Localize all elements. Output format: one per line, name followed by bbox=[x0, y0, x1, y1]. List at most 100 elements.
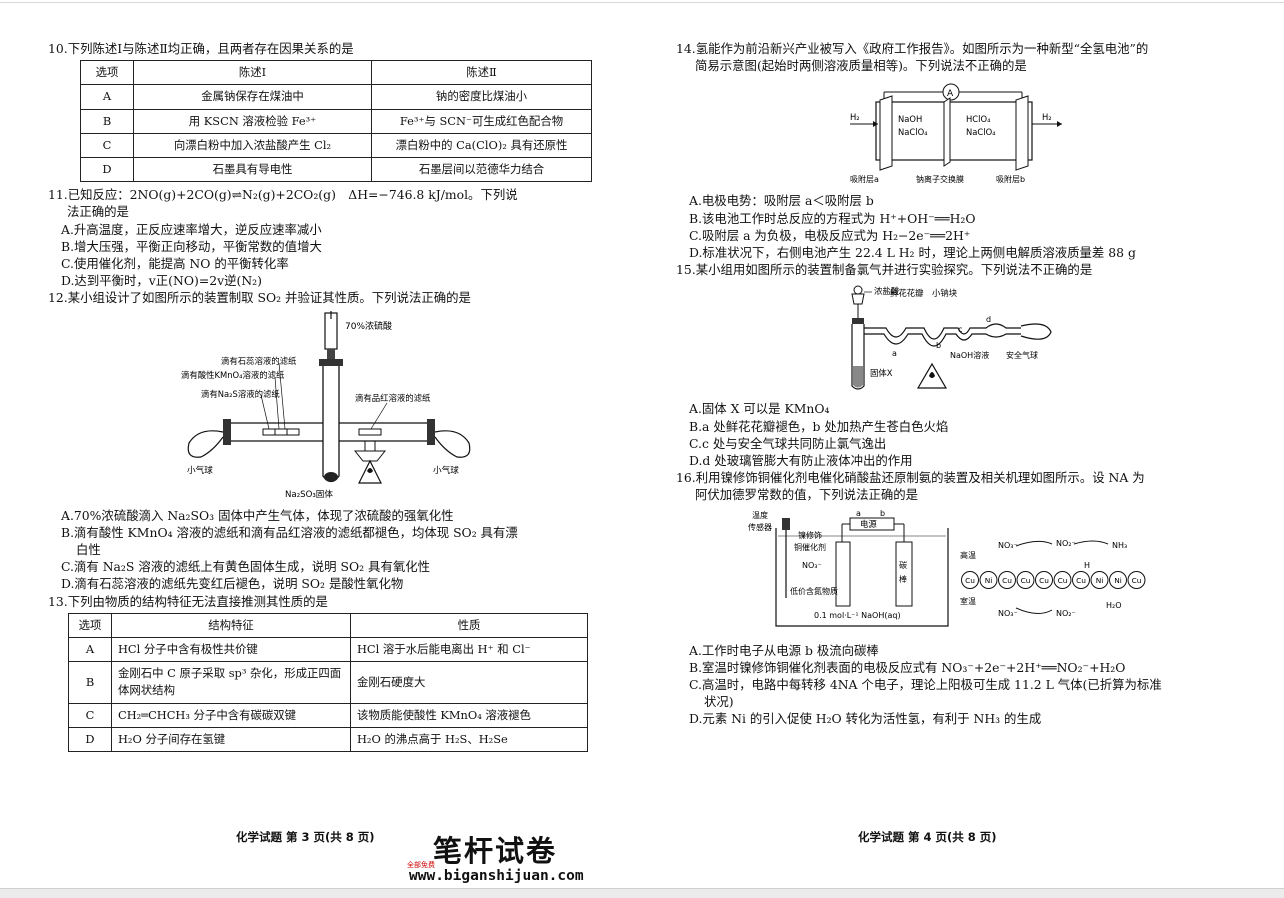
q14-stem-cont: 简易示意图(起始时两侧溶液质量相等)。下列说法不正确的是 bbox=[695, 58, 1027, 74]
atom-label: Cu bbox=[1021, 576, 1031, 585]
carbon-label-2: 棒 bbox=[899, 574, 907, 584]
table-row: A 金属钠保存在煤油中 钠的密度比煤油小 bbox=[80, 84, 592, 110]
q12-kmno4-label: 滴有酸性KMnO₄溶液的滤纸 bbox=[181, 370, 285, 380]
atom-circle bbox=[1072, 570, 1090, 589]
q12-figure: 70%浓硫酸 bbox=[48, 310, 610, 501]
table-cell: 石墨层间以范德华力结合 bbox=[371, 157, 592, 183]
power-b-label: b bbox=[880, 509, 885, 518]
footer-left-page: 化学试题 第 3 页(共 8 页) bbox=[236, 830, 375, 844]
q14-option-a: A.电极电势：吸附层 a＜吸附层 b bbox=[689, 193, 874, 209]
h-label: H bbox=[1084, 561, 1090, 570]
atom-label: Ni bbox=[1096, 576, 1104, 585]
atom-label: Cu bbox=[1058, 576, 1068, 585]
table-cell: Fe³⁺与 SCN⁻可生成红色配合物 bbox=[371, 108, 592, 134]
q14-figure: A NaOH NaClO₄ HClO₄ NaClO₄ H₂ H₂ bbox=[676, 78, 1236, 186]
left-column: 10.下列陈述Ⅰ与陈述Ⅱ均正确，且两者存在因果关系的是 选项 陈述Ⅰ 陈述Ⅱ A… bbox=[48, 40, 610, 756]
q15-stem: 15.某小组用如图所示的装置制备氯气并进行实验探究。下列说法不正确的是 bbox=[676, 262, 1093, 278]
q12-litmus-label: 滴有石蕊溶液的滤纸 bbox=[221, 356, 297, 366]
so2-apparatus-diagram: 70%浓硫酸 bbox=[181, 310, 471, 500]
no3-bot-label: NO₃⁻ bbox=[998, 609, 1018, 618]
catalyst-label-2: 铜催化剂 bbox=[794, 542, 826, 552]
q12-stem: 12.某小组设计了如图所示的装置制取 SO₂ 并验证其性质。下列说法正确的是 bbox=[48, 290, 471, 306]
no2-bot-label: NO₂⁻ bbox=[1056, 609, 1076, 618]
table-cell: HCl 溶于水后能电离出 H⁺ 和 Cl⁻ bbox=[350, 637, 588, 663]
q16-figure: 温度 传感器 a b 电源 镍修饰 铜催化剂 bbox=[676, 508, 1236, 636]
q15-na-label: 小钠块 bbox=[932, 288, 958, 298]
q12-option-d: D.滴有石蕊溶液的滤纸先变红后褪色，说明 SO₂ 是酸性氧化物 bbox=[61, 576, 404, 592]
q11-option-d: D.达到平衡时，v正(NO)=2v逆(N₂) bbox=[61, 273, 262, 289]
naoh-label: 0.1 mol·L⁻¹ NaOH(aq) bbox=[814, 611, 901, 620]
q12-option-b-cont: 白性 bbox=[76, 542, 101, 558]
footer-right-page: 化学试题 第 4 页(共 8 页) bbox=[858, 830, 997, 844]
q15-petal-label: 鲜花花瓣 bbox=[890, 288, 924, 298]
h2-right-label: H₂ bbox=[1042, 112, 1052, 122]
table-cell: 向漂白粉中加入浓盐酸产生 Cl₂ bbox=[133, 132, 372, 159]
q15-figure: 浓盐酸 固体X 鲜花花瓣 小钠块 d a b c NaOH溶液 安全气球 bbox=[676, 282, 1236, 394]
q15-acid-label: 浓盐酸 bbox=[874, 286, 900, 296]
high-temp-label: 高温 bbox=[960, 550, 976, 560]
q10-h-s1: 陈述Ⅰ bbox=[133, 60, 372, 86]
brand-url: www.biganshijuan.com bbox=[409, 868, 584, 884]
atom-label: Cu bbox=[1132, 576, 1142, 585]
right-column: 14.氢能作为前沿新兴产业被写入《政府工作报告》。如图所示为一种新型“全氢电池”… bbox=[676, 40, 1236, 728]
q16-option-c: C.高温时，电路中每转移 4NA 个电子，理论上阳极可生成 11.2 L 气体(… bbox=[689, 677, 1162, 693]
power-a-label: a bbox=[856, 509, 861, 518]
left-sol-2: NaClO₄ bbox=[898, 127, 928, 137]
atom-circle bbox=[1109, 570, 1127, 589]
table-cell: 金刚石中 C 原子采取 sp³ 杂化，形成正四面体网状结构 bbox=[111, 661, 351, 704]
q15-d-label: d bbox=[986, 315, 991, 324]
q13-h-property: 性质 bbox=[350, 612, 588, 639]
atom-circle bbox=[998, 570, 1016, 589]
table-cell: CH₂═CHCH₃ 分子中含有碳碳双键 bbox=[111, 702, 351, 728]
q15-option-d: D.d 处玻璃管膨大有防止液体冲出的作用 bbox=[689, 453, 913, 469]
table-cell: B bbox=[68, 661, 112, 704]
low-n-label: 低价含氮物质 bbox=[790, 586, 838, 596]
atom-circle bbox=[1035, 570, 1053, 589]
q16-option-c-cont: 状况) bbox=[704, 694, 734, 710]
q11-option-b: B.增大压强，平衡正向移动，平衡常数的值增大 bbox=[61, 238, 322, 254]
q15-option-b: B.a 处鲜花花瓣褪色，b 处加热产生苍白色火焰 bbox=[689, 418, 949, 434]
q15-solid-label: 固体X bbox=[870, 368, 893, 378]
table-cell: A bbox=[68, 637, 112, 663]
q10-table: 选项 陈述Ⅰ 陈述Ⅱ A 金属钠保存在煤油中 钠的密度比煤油小 B 用 KSCN… bbox=[80, 60, 592, 183]
table-cell: 金刚石硬度大 bbox=[350, 661, 588, 704]
q14-stem: 14.氢能作为前沿新兴产业被写入《政府工作报告》。如图所示为一种新型“全氢电池”… bbox=[676, 41, 1149, 56]
nh3-label: NH₃ bbox=[1112, 541, 1127, 550]
q12-acid-label: 70%浓硫酸 bbox=[345, 320, 392, 332]
table-row: B 金刚石中 C 原子采取 sp³ 杂化，形成正四面体网状结构 金刚石硬度大 bbox=[68, 661, 588, 704]
no3-label: NO₃⁻ bbox=[802, 561, 822, 570]
no3-top-label: NO₃⁻ bbox=[998, 541, 1018, 550]
h2-left-label: H₂ bbox=[850, 112, 860, 122]
sensor-label-2: 传感器 bbox=[748, 522, 772, 532]
room-temp-label: 室温 bbox=[960, 596, 976, 606]
q15-naoh-label: NaOH溶液 bbox=[950, 350, 989, 360]
table-row: D H₂O 分子间存在氢键 H₂O 的沸点高于 H₂S、H₂Se bbox=[68, 726, 588, 753]
table-row: C CH₂═CHCH₃ 分子中含有碳碳双键 该物质能使酸性 KMnO₄ 溶液褪色 bbox=[68, 702, 588, 728]
table-row: C 向漂白粉中加入浓盐酸产生 Cl₂ 漂白粉中的 Ca(ClO)₂ 具有还原性 bbox=[80, 132, 592, 159]
q12-solid-label: Na₂SO₃固体 bbox=[285, 488, 333, 500]
q16-stem-cont: 阿伏加德罗常数的值，下列说法正确的是 bbox=[695, 487, 919, 503]
q15-option-c: C.c 处与安全气球共同防止氯气逸出 bbox=[689, 435, 887, 451]
atom-label: Cu bbox=[1039, 576, 1049, 585]
atom-label: Cu bbox=[1076, 576, 1086, 585]
membrane-label: 钠离子交换膜 bbox=[916, 174, 964, 184]
q15-b-label: b bbox=[936, 341, 941, 350]
table-cell: 漂白粉中的 Ca(ClO)₂ 具有还原性 bbox=[371, 132, 592, 159]
q10-h-option: 选项 bbox=[80, 60, 134, 86]
q12-pinhong-label: 滴有品红溶液的滤纸 bbox=[355, 393, 431, 403]
q10-stem: 10.下列陈述Ⅰ与陈述Ⅱ均正确，且两者存在因果关系的是 bbox=[48, 41, 354, 56]
top-border bbox=[0, 2, 1284, 3]
table-cell: C bbox=[80, 132, 134, 159]
brand-watermark: 全部免费 笔杆试卷 www.biganshijuan.com bbox=[407, 834, 584, 884]
layer-a-label: 吸附层a bbox=[850, 174, 879, 184]
atom-label: Cu bbox=[965, 576, 975, 585]
atom-circle bbox=[979, 570, 998, 589]
q12-balloon-right: 小气球 bbox=[433, 464, 459, 476]
q16-stem: 16.利用镍修饰铜催化剂电催化硝酸盐还原制氨的装置及相关机理如图所示。设 NA … bbox=[676, 470, 1145, 486]
table-cell: H₂O 分子间存在氢键 bbox=[111, 726, 351, 753]
atom-circle bbox=[1090, 570, 1109, 589]
ammeter-label: A bbox=[947, 89, 954, 99]
q13-h-structure: 结构特征 bbox=[111, 612, 351, 639]
q12-option-b: B.滴有酸性 KMnO₄ 溶液的滤纸和滴有品红溶液的滤纸都褪色，均体现 SO₂ … bbox=[61, 524, 518, 540]
